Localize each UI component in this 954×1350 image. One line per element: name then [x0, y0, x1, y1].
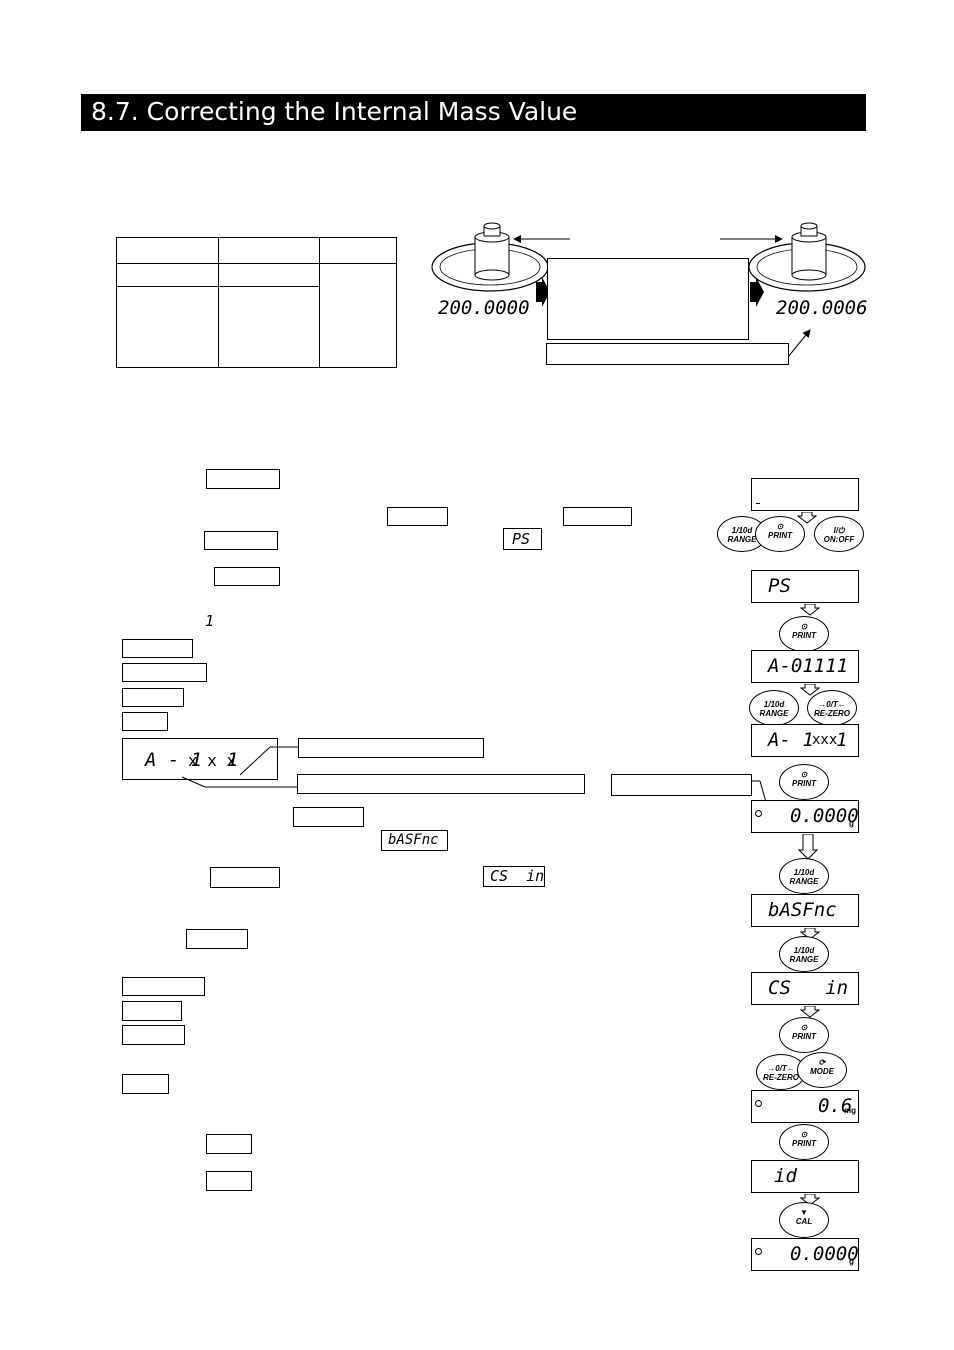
key-label-box: [387, 507, 448, 526]
print-key[interactable]: ⊙PRINT: [779, 1124, 829, 1160]
key-label-box: [122, 639, 193, 658]
lcd-id: id: [751, 1160, 859, 1193]
key-label-box: [206, 1171, 252, 1191]
rezero-key[interactable]: →0/T←RE-ZERO: [756, 1054, 806, 1090]
lcd-a-edit: A- 1 xxx 1: [751, 724, 859, 757]
key-label-box: [122, 663, 207, 682]
right-reading: 200.0006: [776, 297, 868, 319]
onoff-key[interactable]: I/⏻ON:OFF: [814, 516, 864, 552]
key-label-box: [122, 1001, 182, 1021]
lcd-blank: [751, 478, 859, 511]
key-label-box: [563, 507, 632, 526]
cal-key[interactable]: ▼CAL: [779, 1202, 829, 1238]
key-label-box: [210, 867, 280, 888]
left-reading: 200.0000: [438, 297, 530, 319]
value-table: [116, 237, 397, 368]
lcd-final: 0.0000 g: [751, 1238, 859, 1271]
key-label-box: [186, 929, 248, 949]
key-label-box: [204, 531, 278, 550]
blank-note-box: [547, 258, 749, 340]
key-label-box: [122, 1025, 185, 1045]
print-key[interactable]: ⊙PRINT: [779, 616, 829, 652]
key-label-box: [293, 807, 364, 827]
rezero-key[interactable]: →0/T←RE-ZERO: [807, 690, 857, 726]
section-title: 8.7. Correcting the Internal Mass Value: [91, 97, 578, 126]
section-title-bar: 8.7. Correcting the Internal Mass Value: [81, 94, 866, 131]
display-ps-text: PS: [512, 530, 531, 548]
mode-key[interactable]: ⟳MODE: [797, 1052, 847, 1088]
lcd-cs-in: CS in: [751, 972, 859, 1005]
lcd-ps: PS: [751, 570, 859, 603]
display-csin-box: CS in: [483, 866, 545, 887]
key-label-box: [122, 1074, 169, 1094]
print-key[interactable]: ⊙PRINT: [755, 516, 805, 552]
display-basfnc-box: bASFnc: [381, 830, 448, 851]
callout-box-setting: [297, 774, 585, 794]
lcd-a-code: A-01111: [751, 650, 859, 683]
lcd-basfnc: bASFnc: [751, 894, 859, 927]
print-key[interactable]: ⊙PRINT: [779, 764, 829, 800]
key-label-box: [122, 712, 168, 731]
a-setting-display: A - 1 x x x 1: [122, 738, 278, 780]
key-label-box: [206, 1134, 252, 1154]
key-label-box: [206, 469, 280, 489]
key-label-box: [122, 688, 184, 707]
key-label-box: [122, 977, 205, 996]
key-label-box: [214, 567, 280, 586]
callout-box-right: [611, 774, 752, 796]
callout-box-digit: [298, 738, 484, 758]
lcd-correction: 0.6 mg: [751, 1090, 859, 1123]
print-key[interactable]: ⊙PRINT: [779, 1017, 829, 1053]
display-ps-box: PS: [503, 528, 542, 550]
blank-label-box: [546, 343, 789, 365]
mass-correction-illustration: [431, 222, 866, 358]
lcd-zero: 0.0000 g: [751, 800, 859, 833]
digit-one: 1: [205, 612, 215, 630]
